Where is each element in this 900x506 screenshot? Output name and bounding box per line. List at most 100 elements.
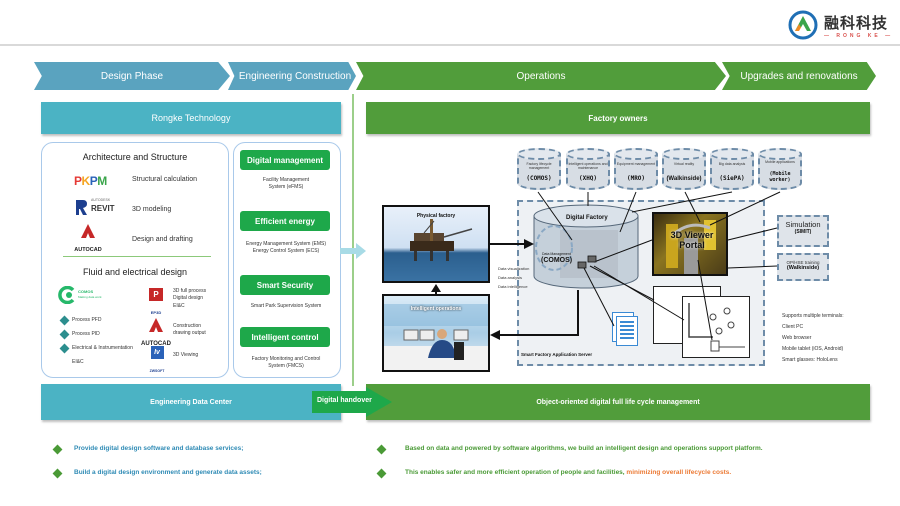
intelligent-operations-label: Intelligent operations: [410, 306, 462, 312]
brand-logo: 融科科技 — RONG KE —: [788, 8, 898, 42]
documents-icon: [612, 312, 638, 346]
physical-factory-image: Physical factory: [382, 205, 490, 283]
brand-name-en: — RONG KE —: [824, 32, 894, 39]
right-bullet-2-highlight: minimizing overall lifecycle costs.: [626, 469, 732, 476]
db-caption: Equipment management: [616, 162, 656, 166]
efficient-energy-button[interactable]: Efficient energy: [240, 211, 330, 231]
right-bullet-2-text: This enables safer and more efficient op…: [405, 469, 627, 476]
intelligent-operations-image: Intelligent operations: [382, 294, 490, 372]
db-name: (Mobile worker): [769, 171, 791, 183]
intelligent-control-desc: Factory Monitoring and Control System (F…: [251, 356, 321, 369]
revit-icon: [76, 200, 87, 215]
autodesk-label: AUTODESK: [91, 198, 111, 202]
process-pfd-label: Process PFD: [72, 317, 102, 323]
phase-engineering: Engineering Construction: [228, 62, 356, 90]
section-divider: [63, 256, 211, 257]
3d-viewer-portal-image: 3D Viewer Portal: [652, 212, 728, 276]
smart-security-button[interactable]: Smart Security: [240, 275, 330, 295]
data-intelligence-label: Data intelligence: [498, 284, 528, 289]
phase-divider-line: [352, 94, 354, 386]
brand-name-cn: 融科科技: [824, 13, 889, 32]
db-comos: Factory lifecycle management (COMOS): [517, 148, 561, 194]
db-siepa: Big data analysis (SiePA): [710, 148, 754, 194]
3d-viewing-desc: 3D Viewing: [173, 352, 199, 358]
3d-modeling-label: 3D modeling: [132, 206, 172, 213]
engineering-data-center: Engineering Data Center: [41, 384, 341, 420]
3d-viewer-label: 3D Viewer Portal: [670, 230, 714, 251]
lifecycle-management-bar: Object-oriented digital full life cycle …: [366, 384, 870, 420]
plant-3d-icon: [666, 220, 716, 274]
db-caption: Virtual reality: [673, 162, 695, 166]
electrical-instrumentation-label: Electrical & Instrumentation: [72, 345, 133, 351]
comos-core-label: (COMOS): [541, 257, 573, 264]
eic-label: EI&C: [72, 359, 84, 365]
smart-factory-server-label: Smart Factory Application Server: [521, 352, 593, 357]
factory-owners-label: Factory owners: [588, 113, 648, 123]
autocad-logo-2: AUTOCAD: [138, 318, 174, 347]
pkpm-logo: PKPM: [74, 174, 107, 188]
terminal-item: Web browser: [782, 335, 812, 341]
service-title: Intelligent control: [251, 332, 319, 342]
db-caption: Factory lifecycle management: [526, 162, 552, 171]
handover-arrow-icon: [312, 387, 392, 417]
training-name: (Walkinside): [786, 265, 820, 271]
oil-platform-icon: [410, 219, 473, 261]
service-title: Digital management: [246, 155, 323, 165]
phase-operations: Operations: [356, 62, 726, 90]
factory-owners-header: Factory owners: [366, 102, 870, 134]
terminal-item: Mobile tablet (iOS, Android): [782, 346, 844, 352]
simulation-title: Simulation: [785, 220, 821, 229]
training-box: OP/HSE training (Walkinside): [777, 253, 829, 281]
revit-logo: AUTODESK REVIT: [74, 198, 124, 218]
rongke-header-label: Rongke Technology: [151, 113, 231, 123]
phase-upgrades: Upgrades and renovations: [722, 62, 876, 90]
engineering-data-center-label: Engineering Data Center: [150, 398, 232, 406]
right-bullet-2: This enables safer and more efficient op…: [405, 469, 731, 476]
comos-core-caption: Data Management: [542, 252, 571, 256]
db-name: (SiePA): [719, 175, 745, 182]
arch-structure-title: Architecture and Structure: [82, 152, 188, 162]
bullet-diamond-icon: [52, 444, 63, 455]
training-title: OP/HSE training: [786, 260, 820, 265]
bullet-diamond-icon: [376, 468, 387, 479]
phase-label: Design Phase: [100, 70, 164, 82]
service-title: Smart Security: [256, 280, 314, 290]
arrow-head: [490, 330, 500, 340]
comos-logo: COMOS Making data work: [58, 286, 118, 306]
db-name: (Walkinside): [666, 176, 702, 182]
db-caption: Mobile applications: [765, 160, 795, 164]
service-title: Efficient energy: [254, 216, 315, 226]
header-divider: [0, 44, 900, 46]
terminal-item: Client PC: [782, 324, 804, 330]
control-room-icon: [384, 304, 488, 370]
terminal-item: Smart glasses: HoloLens: [782, 357, 838, 363]
ep3d-logo: P EP3D: [146, 288, 166, 315]
ep3d-desc: 3D full process Digital design EI&C: [173, 288, 207, 309]
comos-icon: [58, 286, 75, 304]
design-software-panel: [41, 142, 229, 378]
db-mro: Equipment management (MRO): [614, 148, 658, 194]
process-pid-label: Process PID: [72, 331, 100, 337]
digital-management-button[interactable]: Digital management: [240, 150, 330, 170]
zwsoft-label: ZWSOFT: [149, 369, 165, 373]
intelligent-control-button[interactable]: Intelligent control: [240, 327, 330, 347]
left-bullet-1: Provide digital design software and data…: [74, 445, 244, 452]
ep3d-label: EP3D: [150, 310, 162, 315]
structural-calculation-label: Structural calculation: [132, 176, 197, 183]
db-caption: Big data analysis: [718, 162, 746, 166]
digital-management-desc: Facility Management System (eFMS): [262, 177, 310, 190]
db-walkinside: Virtual reality (Walkinside): [662, 148, 706, 194]
autocad-logo: AUTOCAD: [68, 224, 108, 253]
autocad-icon: [149, 318, 163, 332]
db-caption: Intelligent operations and maintenance: [568, 162, 608, 171]
digital-handover-label: Digital handover: [317, 397, 372, 404]
phase-label: Operations: [516, 70, 566, 82]
data-analysis-label: Data analysis: [498, 275, 523, 280]
construction-drawing-desc: Construction drawing output: [173, 323, 206, 337]
efficient-energy-desc: Energy Management System (EMS) Energy Co…: [245, 241, 327, 254]
light-arrow-icon: [340, 243, 366, 259]
db-xhq: Intelligent operations and maintenance (…: [566, 148, 610, 194]
digital-handover-arrow: Digital handover: [312, 387, 392, 417]
zwsoft-icon: Iv: [150, 346, 164, 359]
